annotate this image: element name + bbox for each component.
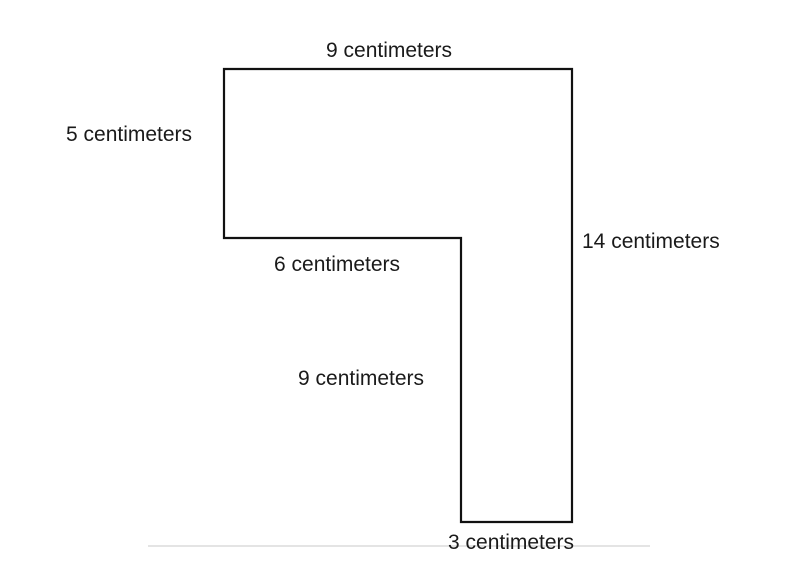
l-shape-outline [222,67,574,524]
inner-vertical-side-label: 9 centimeters [298,367,424,390]
bottom-side-label: 3 centimeters [448,531,574,554]
left-side-label: 5 centimeters [66,123,192,146]
top-side-label: 9 centimeters [326,39,452,62]
inner-horizontal-side-label: 6 centimeters [274,253,400,276]
right-side-label: 14 centimeters [582,230,720,253]
